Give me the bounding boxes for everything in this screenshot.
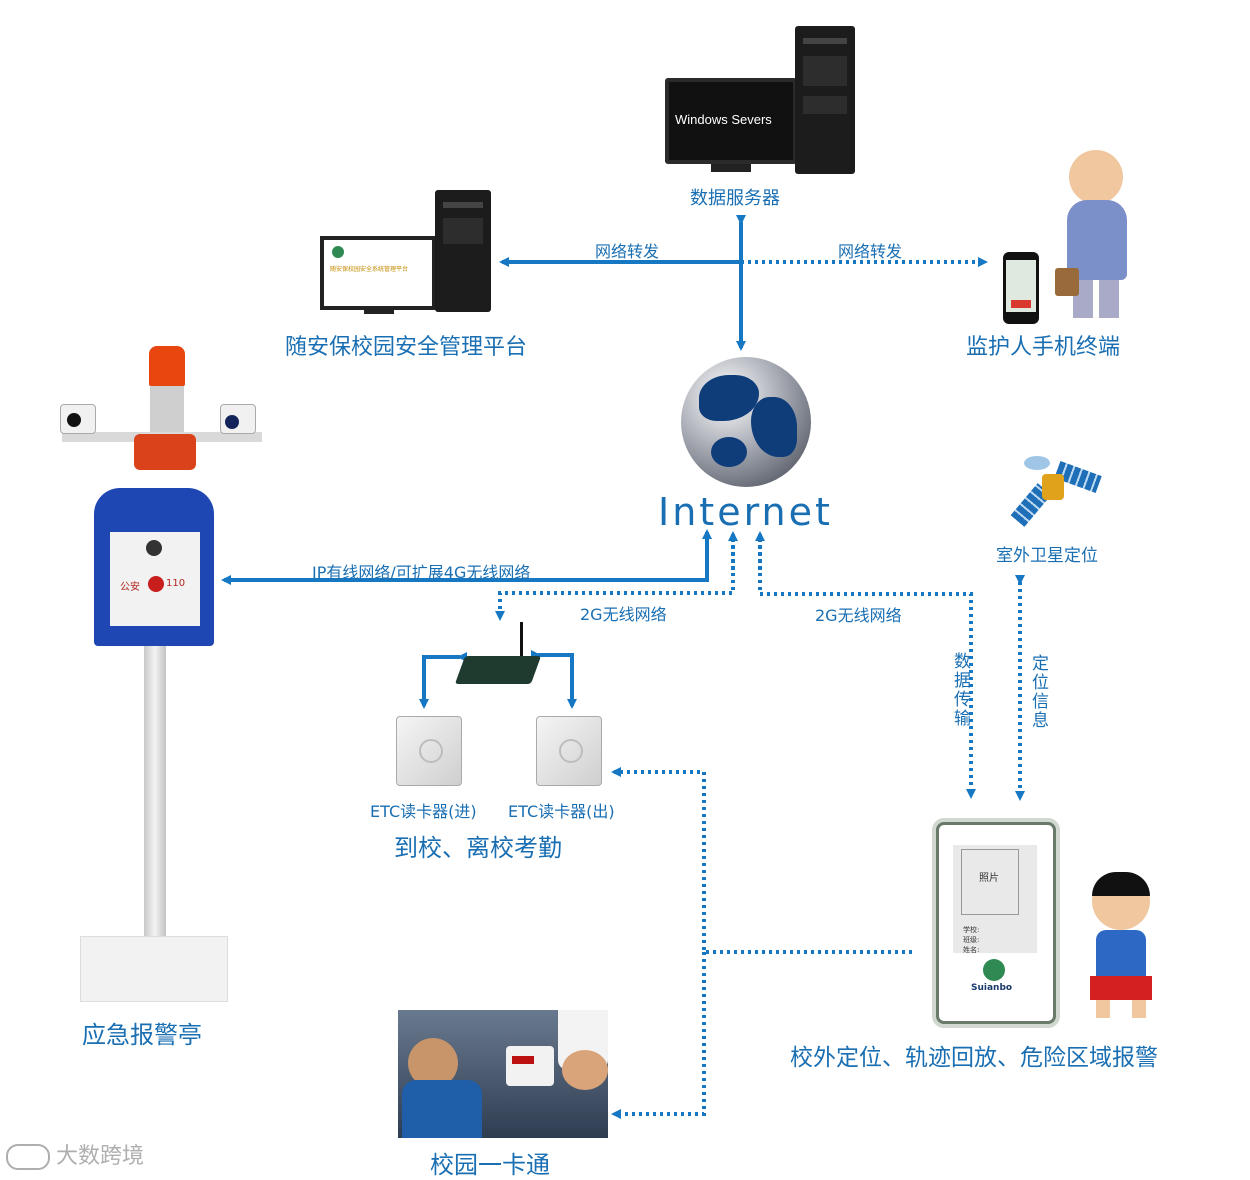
kiosk-panel: 公安 110 xyxy=(110,532,200,626)
reader-in-device xyxy=(396,716,462,786)
internet-label: Internet xyxy=(658,490,833,534)
watermark-text: 大数跨境 xyxy=(56,1144,145,1169)
student-card-photo: 照片 学校: 班级: 姓名: xyxy=(953,845,1037,954)
student-card: 照片 学校: 班级: 姓名: Suianbo xyxy=(936,822,1056,1024)
alarm-kiosk-label: 应急报警亭 xyxy=(82,1021,202,1049)
kiosk-base xyxy=(80,936,228,1002)
server-tower xyxy=(795,26,855,174)
student-card-field-name: 姓名: xyxy=(963,946,980,954)
watermark: 大数跨境 xyxy=(6,1138,144,1170)
satellite-label: 室外卫星定位 xyxy=(996,546,1098,566)
platform-screen-title: 随安保校园安全系统管理平台 xyxy=(330,266,409,273)
router-icon xyxy=(454,622,542,692)
guardian-figure-icon xyxy=(1055,150,1145,320)
platform-monitor: 随安保校园安全系统管理平台 xyxy=(320,236,436,310)
student-figure-icon xyxy=(1082,872,1162,1022)
edge-2g-card xyxy=(758,538,976,799)
edge-label-forward-right: 网络转发 xyxy=(838,242,903,261)
student-card-label: 校外定位、轨迹回放、危险区域报警 xyxy=(790,1045,1158,1071)
kiosk-panel-number: 110 xyxy=(166,578,186,589)
kiosk-panel-text: 公安 xyxy=(120,582,140,593)
camera-right-icon xyxy=(220,404,256,434)
server-label: 数据服务器 xyxy=(690,188,780,209)
edge-label-2g-right: 2G无线网络 xyxy=(815,606,902,625)
edge-label-ip-network: IP有线网络/可扩展4G无线网络 xyxy=(312,563,531,582)
campus-card-photo xyxy=(398,1010,608,1138)
student-card-brand: Suianbo xyxy=(971,983,1013,993)
student-card-photo-text: 照片 xyxy=(979,873,999,884)
satellite-icon xyxy=(1010,448,1102,530)
edge-label-forward-left: 网络转发 xyxy=(595,242,660,261)
edge-card-readers xyxy=(611,767,912,954)
attendance-label: 到校、离校考勤 xyxy=(394,834,562,862)
platform-tower xyxy=(435,190,491,312)
globe-icon xyxy=(681,357,811,487)
speaker-icon xyxy=(134,434,196,470)
phone-icon xyxy=(1003,252,1039,324)
alarm-button-icon xyxy=(148,576,164,592)
kiosk-pole xyxy=(144,646,166,946)
camera-left-icon xyxy=(60,404,96,434)
watermark-logo-icon xyxy=(6,1144,50,1170)
campus-card-label: 校园一卡通 xyxy=(430,1151,550,1179)
platform-label: 随安保校园安全管理平台 xyxy=(285,335,528,360)
reader-in-label: ETC读卡器(进) xyxy=(370,802,477,821)
edge-card-campus xyxy=(611,952,706,1119)
student-card-field-school: 学校: xyxy=(963,926,980,934)
siren-light-icon xyxy=(149,346,185,386)
platform-computer: 随安保校园安全系统管理平台 xyxy=(320,190,495,320)
alarm-kiosk: 公安 110 xyxy=(56,346,266,1006)
edge-router-reader-in xyxy=(419,652,467,709)
reader-out-label: ETC读卡器(出) xyxy=(508,802,615,821)
server-monitor: Windows Severs xyxy=(665,78,797,164)
reader-out-device xyxy=(536,716,602,786)
data-server: Windows Severs xyxy=(665,26,860,176)
edge-label-position-info: 定位信息 xyxy=(1028,654,1048,730)
kiosk-box: 公安 110 xyxy=(94,488,214,646)
platform-logo-icon xyxy=(332,246,344,258)
student-card-field-class: 班级: xyxy=(963,936,980,944)
edge-label-data-transfer: 数据传输 xyxy=(950,652,970,728)
phone-label: 监护人手机终端 xyxy=(966,335,1121,360)
edge-router-reader-out xyxy=(531,650,577,709)
edge-label-2g-left: 2G无线网络 xyxy=(580,605,667,624)
server-monitor-text: Windows Severs xyxy=(675,112,772,127)
student-card-logo-icon xyxy=(983,959,1005,981)
